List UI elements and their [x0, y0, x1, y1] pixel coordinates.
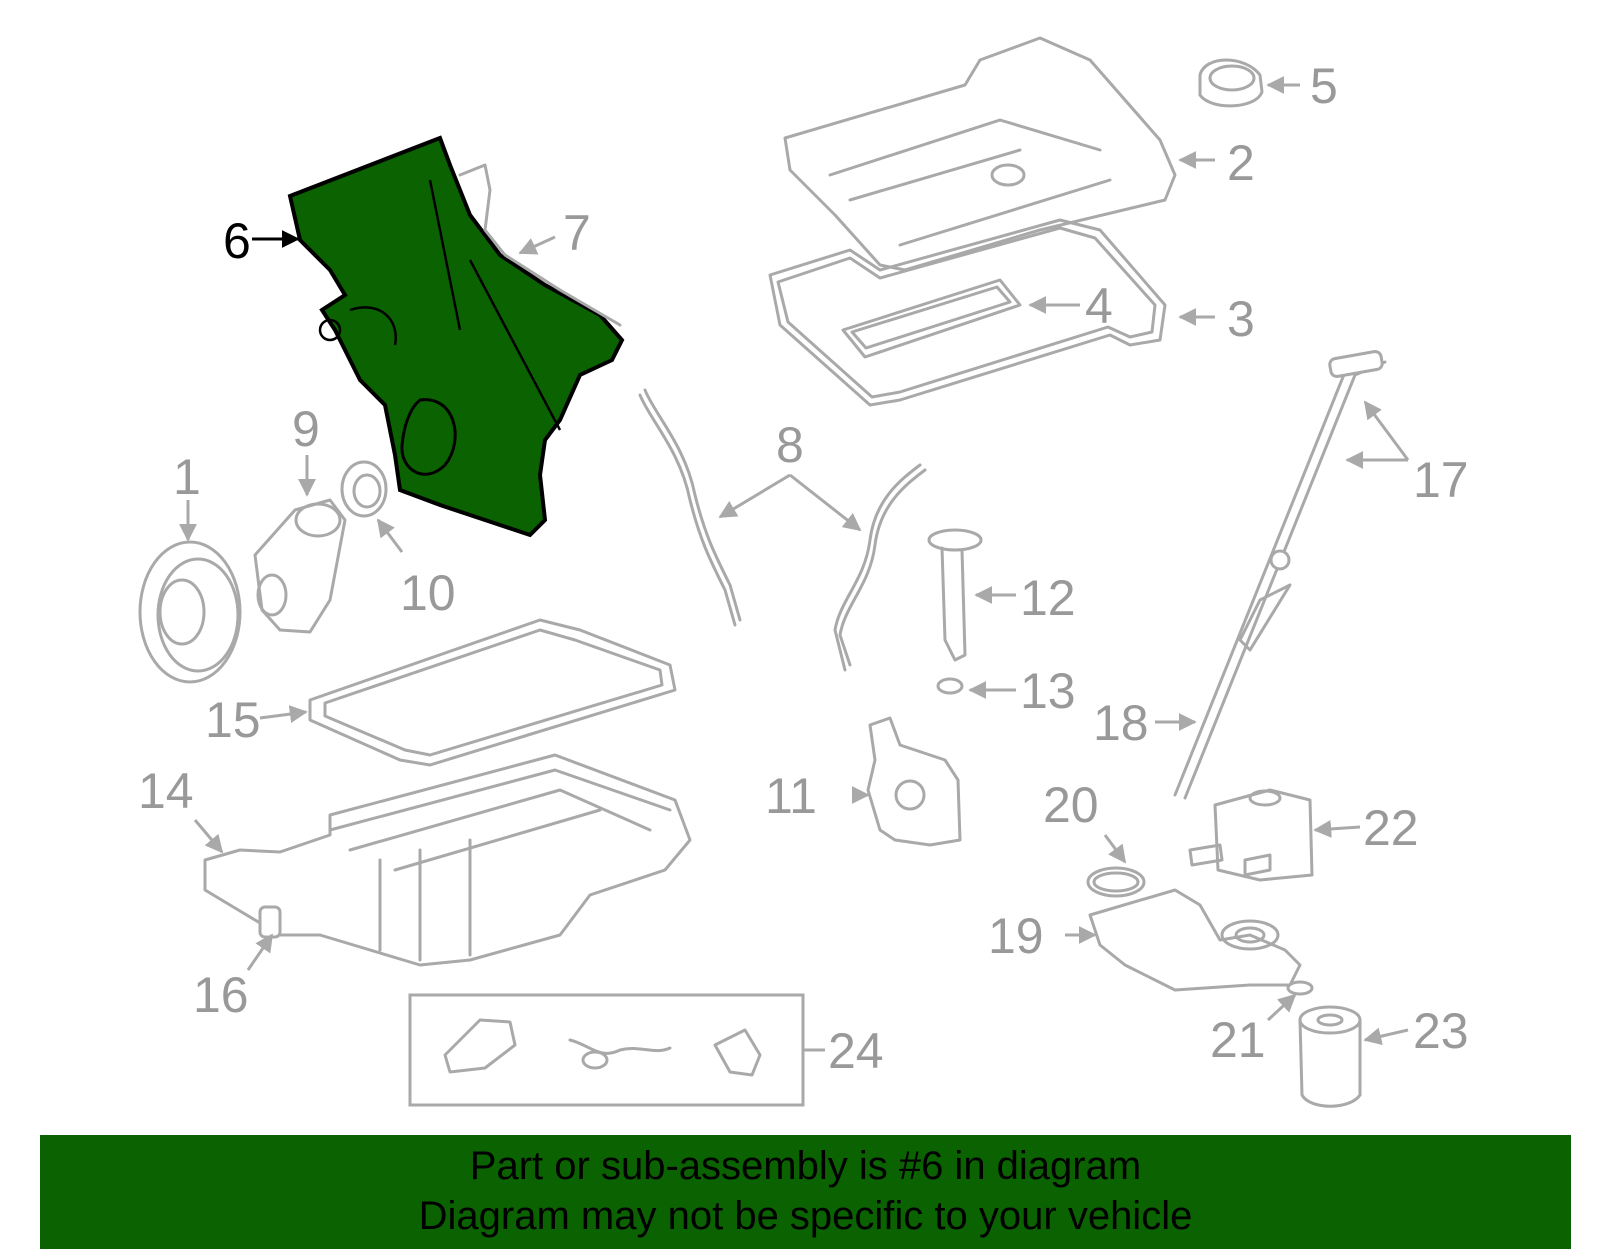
valve-cover-part-2	[783, 36, 1177, 272]
oil-filter-part-23	[1298, 1005, 1362, 1108]
callout-15: 15	[205, 692, 261, 748]
callout-4: 4	[1085, 278, 1113, 334]
oil-cap-part-5	[1198, 58, 1264, 108]
callout-17: 17	[1413, 452, 1469, 508]
callout-3: 3	[1227, 291, 1255, 347]
callout-18: 18	[1093, 695, 1149, 751]
callout-8: 8	[776, 417, 804, 473]
banner-line-1: Part or sub-assembly is #6 in diagram	[469, 1144, 1142, 1188]
pickup-tube-part-12	[927, 528, 983, 662]
oil-pump-part-11	[866, 716, 962, 847]
tensioner-part-9	[253, 498, 347, 634]
callout-10: 10	[400, 565, 456, 621]
callout-16: 16	[193, 967, 249, 1023]
drain-plug-part-16	[258, 905, 282, 939]
callout-6: 6	[223, 213, 251, 269]
callout-14: 14	[138, 763, 194, 819]
callout-20: 20	[1043, 777, 1099, 833]
callout-5: 5	[1310, 58, 1338, 114]
o-ring-part-13	[936, 677, 964, 695]
callout-22: 22	[1363, 800, 1419, 856]
callout-9: 9	[292, 401, 320, 457]
callout-24: 24	[828, 1023, 884, 1079]
sensor-kit-part-24	[408, 993, 805, 1107]
callout-13: 13	[1020, 663, 1076, 719]
callout-21: 21	[1210, 1012, 1266, 1068]
callout-23: 23	[1413, 1003, 1469, 1059]
oil-cooler-part-22	[1188, 788, 1314, 882]
filter-housing-part-19	[1088, 888, 1302, 992]
valve-cover-gasket-part-3	[768, 218, 1167, 407]
callout-1: 1	[173, 449, 201, 505]
pan-gasket-part-15	[308, 618, 677, 767]
leader-lines	[179, 76, 1410, 1052]
tube-seal-part-4	[841, 278, 1022, 359]
dipstick-part-17-18	[1173, 350, 1387, 800]
seal-ring-part-20	[1086, 866, 1146, 898]
info-banner: Part or sub-assembly is #6 in diagram Di…	[40, 1135, 1571, 1249]
seal-part-10	[340, 460, 388, 518]
pulley-part-1	[138, 540, 242, 684]
callout-11: 11	[765, 768, 817, 824]
gaskets-part-8	[638, 388, 927, 672]
callout-labels: 1 2 3 4 5 6 7 8 9 10 11 12 13 14 15 16 1…	[138, 58, 1469, 1079]
callout-19: 19	[988, 908, 1044, 964]
timing-cover-part-6	[287, 135, 625, 538]
o-ring-part-21	[1286, 980, 1314, 996]
callout-7: 7	[563, 205, 591, 261]
callout-2: 2	[1227, 135, 1255, 191]
callout-12: 12	[1020, 570, 1076, 626]
cover-gasket-part-7	[458, 163, 622, 327]
banner-line-2: Diagram may not be specific to your vehi…	[418, 1194, 1193, 1238]
